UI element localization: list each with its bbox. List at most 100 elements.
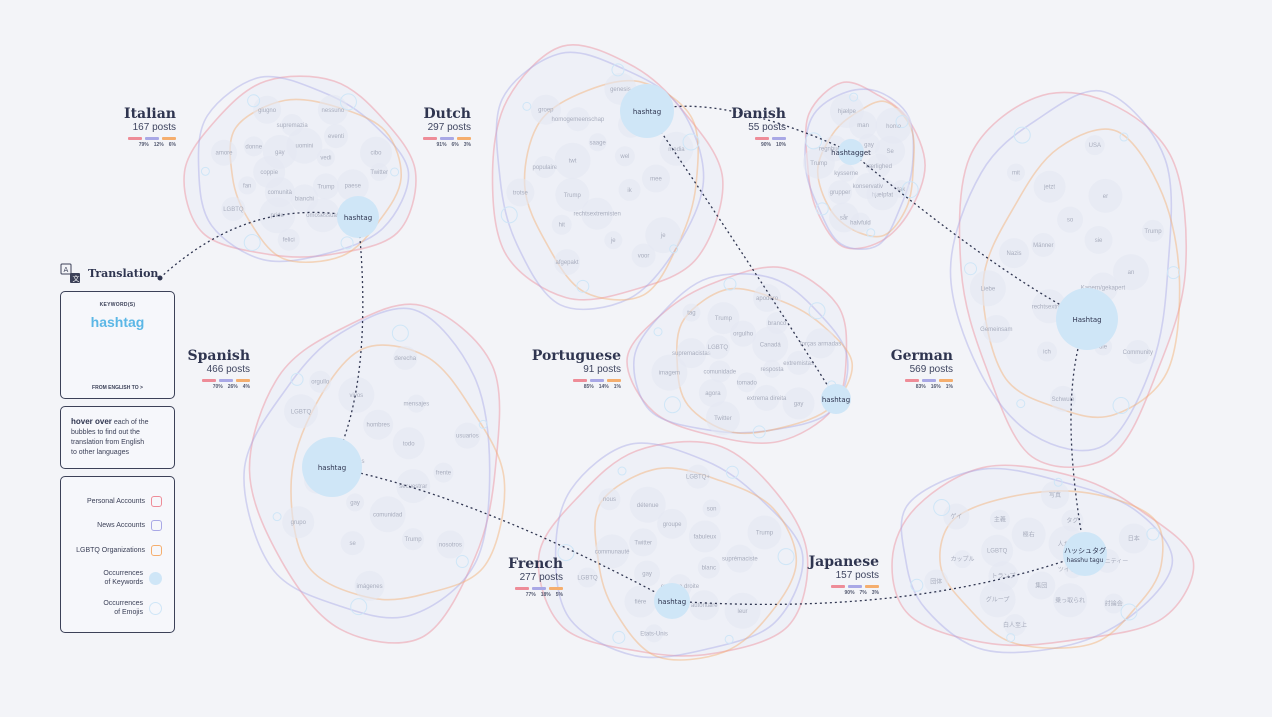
word-bubble[interactable]: resposta: [761, 359, 785, 378]
word-bubble[interactable]: bianchi: [290, 184, 319, 213]
keyword-value[interactable]: hashtag: [90, 314, 145, 330]
word-bubble[interactable]: pride: [259, 197, 296, 234]
word-bubble[interactable]: LGBTQ: [705, 335, 730, 360]
word-bubble[interactable]: homo: [875, 107, 912, 144]
word-bubble[interactable]: gay: [782, 387, 815, 420]
word-bubble[interactable]: 乗っ取られ: [1053, 583, 1088, 618]
cluster-german[interactable]: LiebeNazisMännermitjetztsoUSAersieTrumpa…: [949, 89, 1187, 469]
emoji-bubble[interactable]: [200, 166, 210, 176]
word-bubble[interactable]: nous: [598, 488, 621, 511]
cluster-spanish[interactable]: orgullovivoshombresderechamensajestodous…: [243, 303, 506, 644]
emoji-bubble[interactable]: [964, 262, 978, 276]
word-bubble[interactable]: supremacistas: [672, 338, 711, 369]
emoji-bubble[interactable]: [723, 277, 737, 291]
word-bubble[interactable]: todo: [392, 427, 425, 460]
word-bubble[interactable]: hombres: [363, 409, 394, 440]
emoji-bubble[interactable]: [682, 133, 700, 151]
emoji-bubble[interactable]: [1166, 266, 1180, 280]
emoji-bubble[interactable]: [522, 101, 532, 111]
word-bubble[interactable]: LGBTQ+: [685, 464, 710, 489]
word-bubble[interactable]: son: [702, 499, 721, 518]
word-bubble[interactable]: homogemeenschap: [552, 107, 605, 132]
word-bubble[interactable]: derecha: [393, 345, 418, 370]
word-bubble[interactable]: Trump: [312, 173, 339, 200]
word-bubble[interactable]: paese: [336, 169, 369, 202]
emoji-bubble[interactable]: [290, 372, 304, 386]
word-bubble[interactable]: 集団: [1027, 571, 1056, 600]
word-bubble[interactable]: nessuno: [317, 94, 348, 125]
emoji-bubble[interactable]: [557, 544, 575, 562]
word-bubble[interactable]: tag: [682, 303, 701, 322]
keyword-bubble-french[interactable]: hashtag: [654, 583, 690, 619]
emoji-bubble[interactable]: [576, 279, 590, 293]
word-bubble[interactable]: leur: [724, 592, 761, 629]
emoji-bubble[interactable]: [805, 132, 823, 150]
keyword-bubble-danish[interactable]: hashtagget: [831, 139, 871, 165]
word-bubble[interactable]: Etats-Unis: [640, 624, 668, 643]
word-bubble[interactable]: ゲイ: [943, 503, 970, 530]
word-bubble[interactable]: eventi: [324, 124, 349, 149]
word-bubble[interactable]: kysserne: [834, 163, 859, 182]
word-bubble[interactable]: afgepakt: [554, 249, 581, 276]
word-bubble[interactable]: grupper: [828, 180, 853, 205]
word-bubble[interactable]: comunidad: [369, 496, 406, 533]
word-bubble[interactable]: Trump: [555, 177, 590, 212]
word-bubble[interactable]: giugno: [253, 95, 282, 124]
word-bubble[interactable]: LGBTQ: [221, 196, 246, 221]
word-bubble[interactable]: 白人至上: [1003, 614, 1027, 637]
word-bubble[interactable]: konservativ: [853, 172, 883, 199]
emoji-bubble[interactable]: [752, 425, 766, 439]
word-bubble[interactable]: twt: [554, 142, 591, 179]
word-bubble[interactable]: extremistas: [783, 350, 814, 375]
emoji-bubble[interactable]: [1146, 527, 1160, 541]
word-bubble[interactable]: gay: [634, 560, 661, 587]
word-bubble[interactable]: populaire: [532, 155, 558, 178]
word-bubble[interactable]: donne: [243, 136, 264, 157]
word-bubble[interactable]: man: [849, 111, 878, 140]
word-bubble[interactable]: Männer: [1031, 232, 1056, 257]
keyword-bubble-italian[interactable]: hashtag: [337, 196, 379, 238]
emoji-bubble[interactable]: [895, 115, 909, 129]
emoji-bubble[interactable]: [500, 206, 518, 224]
emoji-bubble[interactable]: [849, 92, 859, 102]
word-bubble[interactable]: frente: [433, 462, 454, 483]
word-bubble[interactable]: 極右: [1011, 517, 1046, 552]
word-bubble[interactable]: rechtsextremisten: [573, 197, 621, 230]
emoji-bubble[interactable]: [272, 512, 282, 522]
emoji-bubble[interactable]: [340, 236, 354, 250]
keyword-bubble-spanish[interactable]: hashtag: [302, 437, 362, 497]
word-bubble[interactable]: 写真: [1041, 480, 1070, 509]
keyword-bubble-dutch[interactable]: hashtag: [620, 84, 674, 138]
word-bubble[interactable]: mit: [1006, 163, 1025, 182]
word-bubble[interactable]: カップル: [951, 550, 975, 569]
word-bubble[interactable]: Schwule: [1049, 385, 1076, 412]
emoji-bubble[interactable]: [669, 244, 679, 254]
word-bubble[interactable]: trotse: [506, 178, 535, 207]
word-bubble[interactable]: amore: [211, 139, 238, 166]
word-bubble[interactable]: so: [1057, 206, 1084, 233]
word-bubble[interactable]: autoritaire: [689, 590, 720, 621]
word-bubble[interactable]: kærlighed: [866, 153, 892, 178]
emoji-bubble[interactable]: [617, 466, 627, 476]
emoji-bubble[interactable]: [1006, 633, 1016, 643]
emoji-bubble[interactable]: [866, 228, 876, 238]
emoji-bubble[interactable]: [901, 181, 919, 199]
word-bubble[interactable]: je: [604, 231, 623, 250]
cluster-dutch[interactable]: voorjerechtsextremistenafgepakthitTrumpt…: [491, 44, 724, 311]
keyword-bubble-portuguese[interactable]: hashtag: [821, 384, 851, 414]
word-bubble[interactable]: fabuleux: [688, 520, 721, 553]
word-bubble[interactable]: tomado: [737, 372, 758, 393]
emoji-bubble[interactable]: [455, 555, 469, 569]
word-bubble[interactable]: suprémaciste: [722, 544, 758, 573]
emoji-bubble[interactable]: [1016, 399, 1026, 409]
word-bubble[interactable]: Twitter: [629, 528, 658, 557]
word-bubble[interactable]: sie: [1084, 225, 1113, 254]
word-bubble[interactable]: se: [340, 531, 365, 556]
word-bubble[interactable]: Trump: [707, 302, 740, 335]
word-bubble[interactable]: jetzt: [1033, 170, 1066, 203]
emoji-bubble[interactable]: [1120, 603, 1138, 621]
word-bubble[interactable]: saage: [588, 133, 607, 152]
word-bubble[interactable]: communauté: [595, 534, 630, 569]
emoji-bubble[interactable]: [910, 578, 924, 592]
word-bubble[interactable]: fan: [238, 176, 257, 195]
